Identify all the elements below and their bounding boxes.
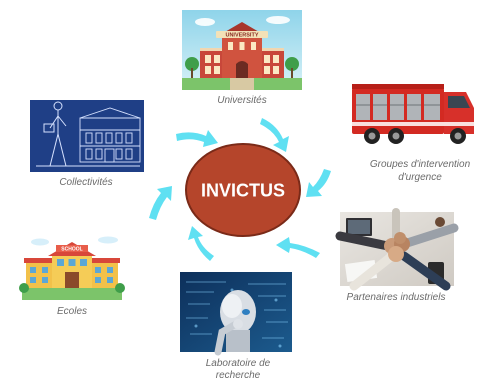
arrow-laboratoire <box>188 226 214 261</box>
center-label: INVICTUS <box>201 181 285 201</box>
node-partenaires-industriels: Partenaires industriels <box>335 208 459 303</box>
arrow-ecoles <box>149 186 172 220</box>
fire-truck-icon <box>352 84 474 144</box>
node-universites: UNIVERSITY Universités <box>182 10 302 106</box>
university-building-icon: UNIVERSITY <box>182 10 302 90</box>
center-ellipse <box>185 143 301 237</box>
robot-thinking-icon <box>180 272 292 356</box>
flow-arrows <box>149 118 331 261</box>
laboratoire-caption-line1: Laboratoire de <box>206 358 271 369</box>
groupes-caption-line1: Groupes d'intervention <box>370 159 471 170</box>
handshake-teamwork-icon <box>335 208 459 291</box>
arrow-universites <box>260 118 289 152</box>
city-hall-blueprint-icon <box>30 100 144 172</box>
center-hub: INVICTUS <box>185 143 301 237</box>
node-collectivites: Collectivités <box>30 100 144 188</box>
groupes-caption-line2: d'urgence <box>398 172 442 183</box>
node-laboratoire-recherche: Laboratoire de recherche <box>180 272 292 380</box>
arrow-groupes <box>306 169 331 197</box>
ecoles-caption: Ecoles <box>57 306 87 317</box>
school-building-icon: SCHOOL <box>19 236 125 300</box>
collectivites-caption: Collectivités <box>59 177 112 188</box>
partenaires-caption: Partenaires industriels <box>347 292 446 303</box>
arrow-partenaires <box>276 237 320 258</box>
universites-caption: Universités <box>217 95 266 106</box>
node-groupes-intervention: Groupes d'intervention d'urgence <box>352 84 474 183</box>
node-ecoles: SCHOOL Ecoles <box>19 236 125 317</box>
university-sign: UNIVERSITY <box>225 33 258 39</box>
school-sign: SCHOOL <box>61 247 82 253</box>
laboratoire-caption-line2: recherche <box>216 370 261 380</box>
arrow-collectivites <box>176 130 218 147</box>
